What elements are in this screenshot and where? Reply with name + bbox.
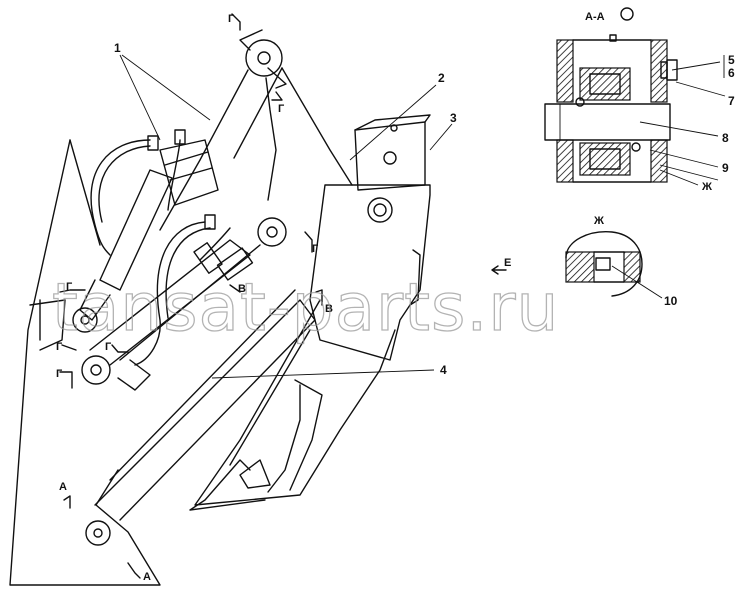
mark-g-left-3: Г — [56, 368, 63, 380]
part-label-3: 3 — [450, 111, 457, 125]
part-label-8: 8 — [722, 131, 729, 145]
hydraulic-cylinder — [72, 139, 219, 333]
detail-zh-view: Ж Ж — [565, 169, 712, 297]
part-label-6: 6 — [728, 66, 735, 80]
watermark: tansat-parts.ru — [52, 269, 559, 346]
upper-link — [159, 29, 353, 231]
part-labels: 1 2 3 4 5 6 7 8 9 10 — [114, 41, 735, 377]
mark-g-top: Г — [228, 13, 235, 25]
part-label-2: 2 — [438, 71, 445, 85]
mark-a-bottom: А — [143, 571, 151, 583]
detail-zh-title: Ж — [593, 215, 604, 227]
lower-links — [81, 217, 316, 546]
part-label-5: 5 — [728, 53, 735, 67]
section-title: А-А — [585, 11, 605, 23]
hydraulic-hoses — [90, 129, 231, 366]
mark-g-upper: Г — [278, 103, 285, 115]
section-a-a-view: А-А — [544, 7, 678, 183]
part-label-9: 9 — [722, 161, 729, 175]
mark-v-center: В — [238, 283, 246, 295]
mark-v-right: В — [325, 303, 333, 315]
mark-a-left: А — [59, 481, 67, 493]
section-circle-icon — [620, 7, 634, 21]
part-label-1: 1 — [114, 41, 121, 55]
section-marks-main: Г Г Г В В Г Г Г Г А А Е — [56, 13, 511, 583]
part-label-4: 4 — [440, 363, 447, 377]
mark-g-left-2: Г — [56, 341, 63, 353]
mark-zh-section: Ж — [701, 181, 712, 193]
ripper-shank — [189, 299, 396, 511]
mark-g-right: Г — [312, 243, 319, 255]
part-label-7: 7 — [728, 94, 735, 108]
ripper-beam-housing — [309, 114, 431, 361]
mark-g-left-1: Г — [66, 281, 73, 293]
part-label-10: 10 — [664, 294, 678, 308]
mark-g-left-4: Г — [105, 341, 112, 353]
mark-e: Е — [504, 257, 511, 269]
